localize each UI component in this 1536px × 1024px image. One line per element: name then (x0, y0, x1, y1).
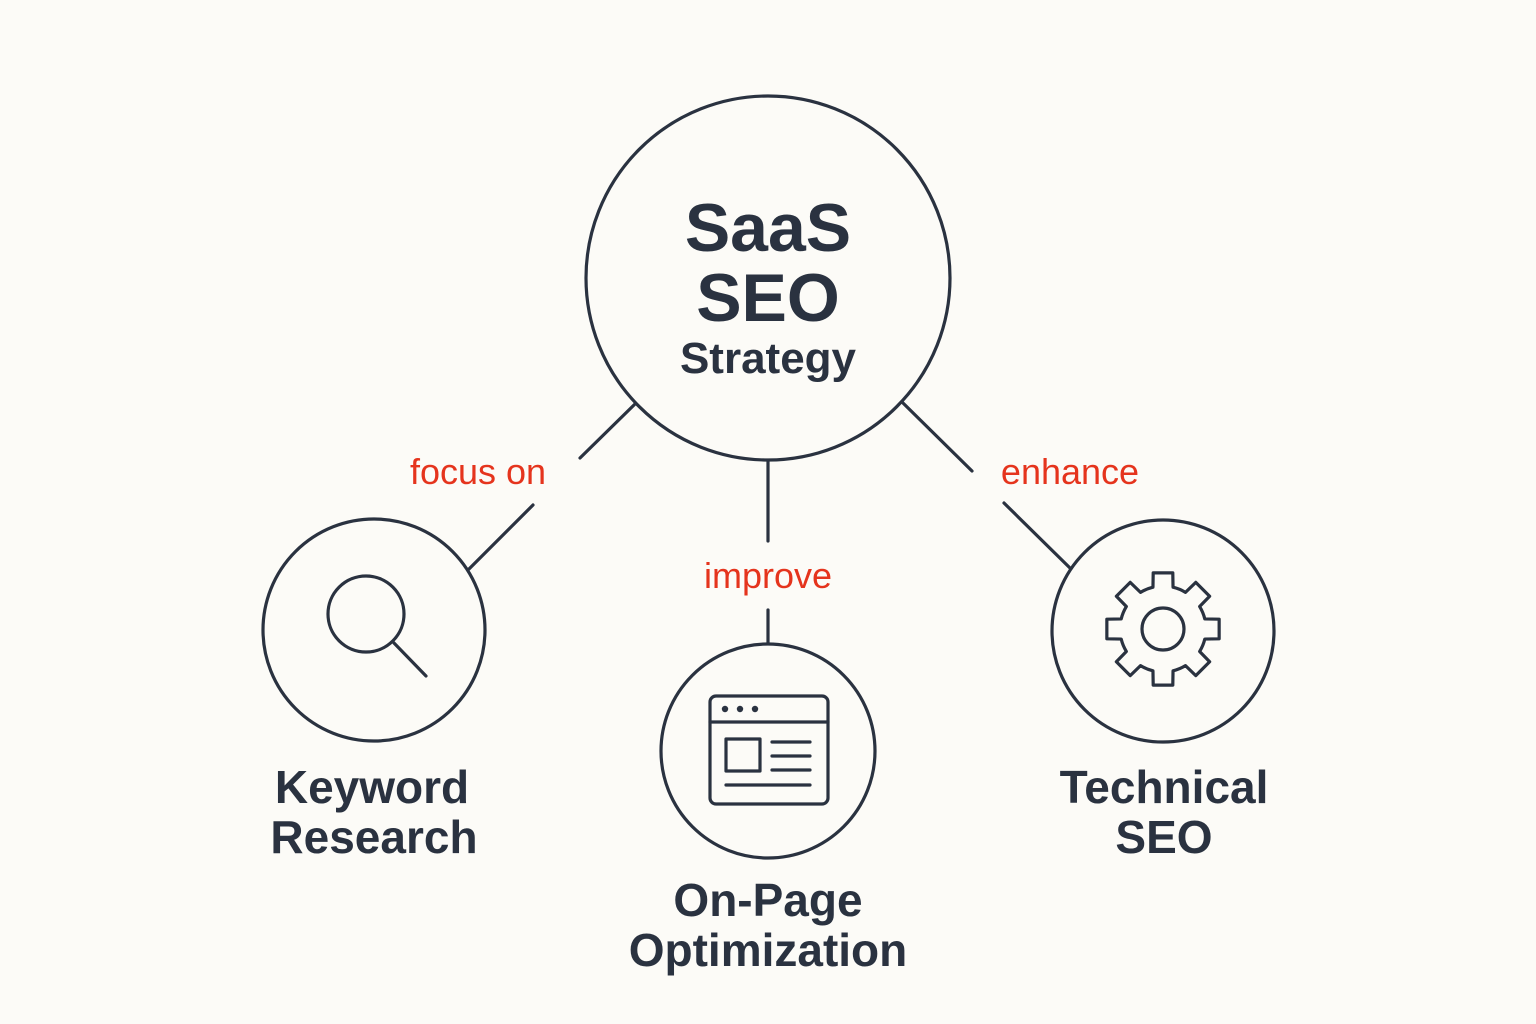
keyword-label-line2: Research (270, 811, 477, 863)
onpage-node-circle (659, 642, 877, 860)
connector-right: enhance (901, 401, 1139, 570)
connector-left-lower (466, 503, 535, 572)
center-title-line2: SEO (696, 260, 840, 336)
edge-label-middle: improve (704, 555, 832, 596)
gear-icon (1105, 571, 1221, 687)
connector-right-upper (901, 401, 974, 473)
magnifier-icon (326, 574, 428, 678)
technical-label-line1: Technical (1060, 761, 1269, 813)
center-title-line1: SaaS (685, 190, 851, 266)
technical-seo-node: Technical SEO (1050, 518, 1276, 863)
connector-left-upper (578, 402, 637, 460)
edge-label-left: focus on (410, 451, 546, 492)
connector-middle: improve (704, 459, 832, 645)
center-title-line3: Strategy (680, 334, 857, 383)
onpage-label-line2: Optimization (629, 924, 908, 976)
browser-window-icon (708, 694, 830, 806)
keyword-research-node: Keyword Research (261, 517, 487, 863)
keyword-node-circle (261, 517, 487, 743)
technical-label-line2: SEO (1115, 811, 1212, 863)
connector-right-lower (1002, 501, 1072, 570)
onpage-label-line1: On-Page (673, 874, 862, 926)
on-page-optimization-node: On-Page Optimization (629, 642, 908, 976)
connector-left: focus on (410, 402, 637, 572)
edge-label-right: enhance (1001, 451, 1139, 492)
center-node: SaaS SEO Strategy (584, 94, 952, 462)
keyword-label-line1: Keyword (275, 761, 469, 813)
technical-node-circle (1050, 518, 1276, 744)
